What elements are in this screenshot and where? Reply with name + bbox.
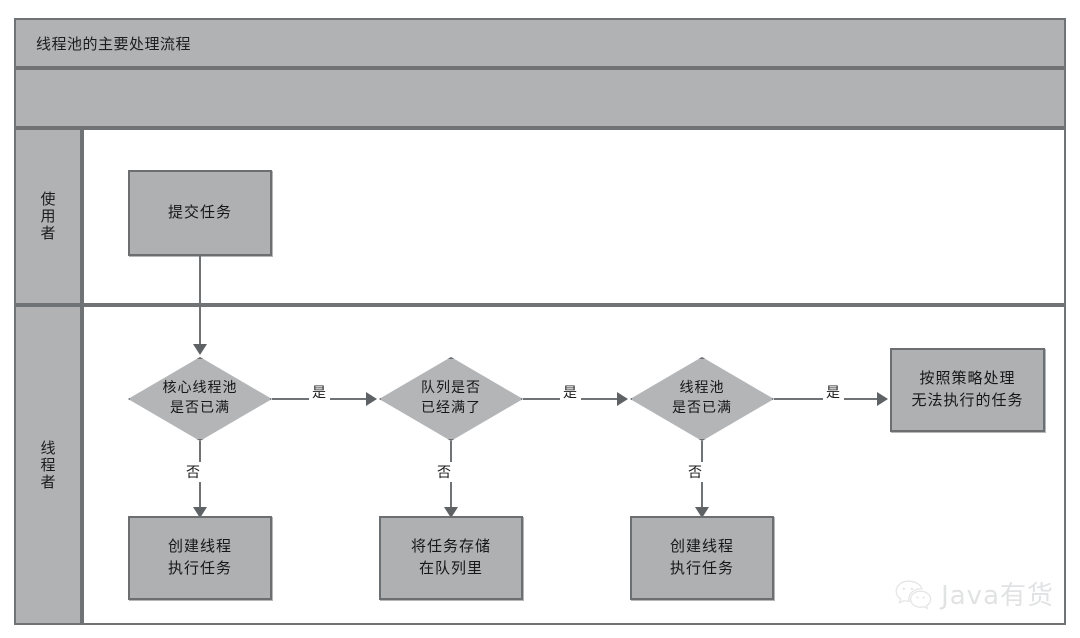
node-reject-policy[interactable]: 按照策略处理 无法执行的任务 xyxy=(890,348,1045,432)
wechat-icon xyxy=(895,580,932,610)
arrow-core-to-queue-icon xyxy=(366,392,377,406)
edge-label-yes-2: 是 xyxy=(560,382,581,402)
diagram-subheader-row xyxy=(14,68,1066,128)
node-store-in-queue[interactable]: 将任务存储 在队列里 xyxy=(379,516,523,600)
edge-submit-to-core xyxy=(199,256,201,346)
arrow-pool-to-create2-icon xyxy=(695,507,709,518)
edge-label-no-3: 否 xyxy=(685,462,706,482)
lane-label-user-text: 使用者 xyxy=(38,191,57,242)
edge-label-yes-3: 是 xyxy=(823,382,844,402)
node-submit-task[interactable]: 提交任务 xyxy=(128,170,272,256)
node-create-thread-2-label: 创建线程 执行任务 xyxy=(669,537,734,577)
node-create-thread-2[interactable]: 创建线程 执行任务 xyxy=(630,516,774,600)
node-decision-queue[interactable]: 队列是否 已经满了 xyxy=(379,357,523,441)
node-decision-core-pool[interactable]: 核心线程池 是否已满 xyxy=(128,357,272,441)
arrow-queue-to-pool-icon xyxy=(617,392,628,406)
diagram-title-bar: 线程池的主要处理流程 xyxy=(14,18,1066,68)
node-create-thread-1[interactable]: 创建线程 执行任务 xyxy=(128,516,272,600)
node-decision-queue-label: 队列是否 已经满了 xyxy=(421,380,481,416)
lane-label-thread: 线程者 xyxy=(14,305,82,625)
node-store-in-queue-label: 将任务存储 在队列里 xyxy=(410,537,491,577)
page-title: 线程池的主要处理流程 xyxy=(36,34,192,53)
arrow-core-to-create1-icon xyxy=(193,507,207,518)
edge-label-yes-1: 是 xyxy=(309,382,330,402)
edge-label-no-2: 否 xyxy=(434,462,455,482)
lane-label-user: 使用者 xyxy=(14,128,82,305)
arrow-queue-to-store-icon xyxy=(444,507,458,518)
arrow-submit-to-core-icon xyxy=(193,344,207,355)
node-submit-task-label: 提交任务 xyxy=(167,203,232,222)
edge-label-no-1: 否 xyxy=(183,462,204,482)
node-decision-pool-label: 线程池 是否已满 xyxy=(672,380,732,416)
watermark-text: Java有货 xyxy=(941,581,1054,611)
node-decision-pool[interactable]: 线程池 是否已满 xyxy=(630,357,774,441)
node-decision-core-pool-label: 核心线程池 是否已满 xyxy=(162,380,238,416)
lane-label-thread-text: 线程者 xyxy=(38,439,57,491)
arrow-pool-to-reject-icon xyxy=(877,392,888,406)
node-reject-policy-label: 按照策略处理 无法执行的任务 xyxy=(911,369,1024,409)
watermark: Java有货 xyxy=(893,575,1054,612)
node-create-thread-1-label: 创建线程 执行任务 xyxy=(167,537,232,577)
